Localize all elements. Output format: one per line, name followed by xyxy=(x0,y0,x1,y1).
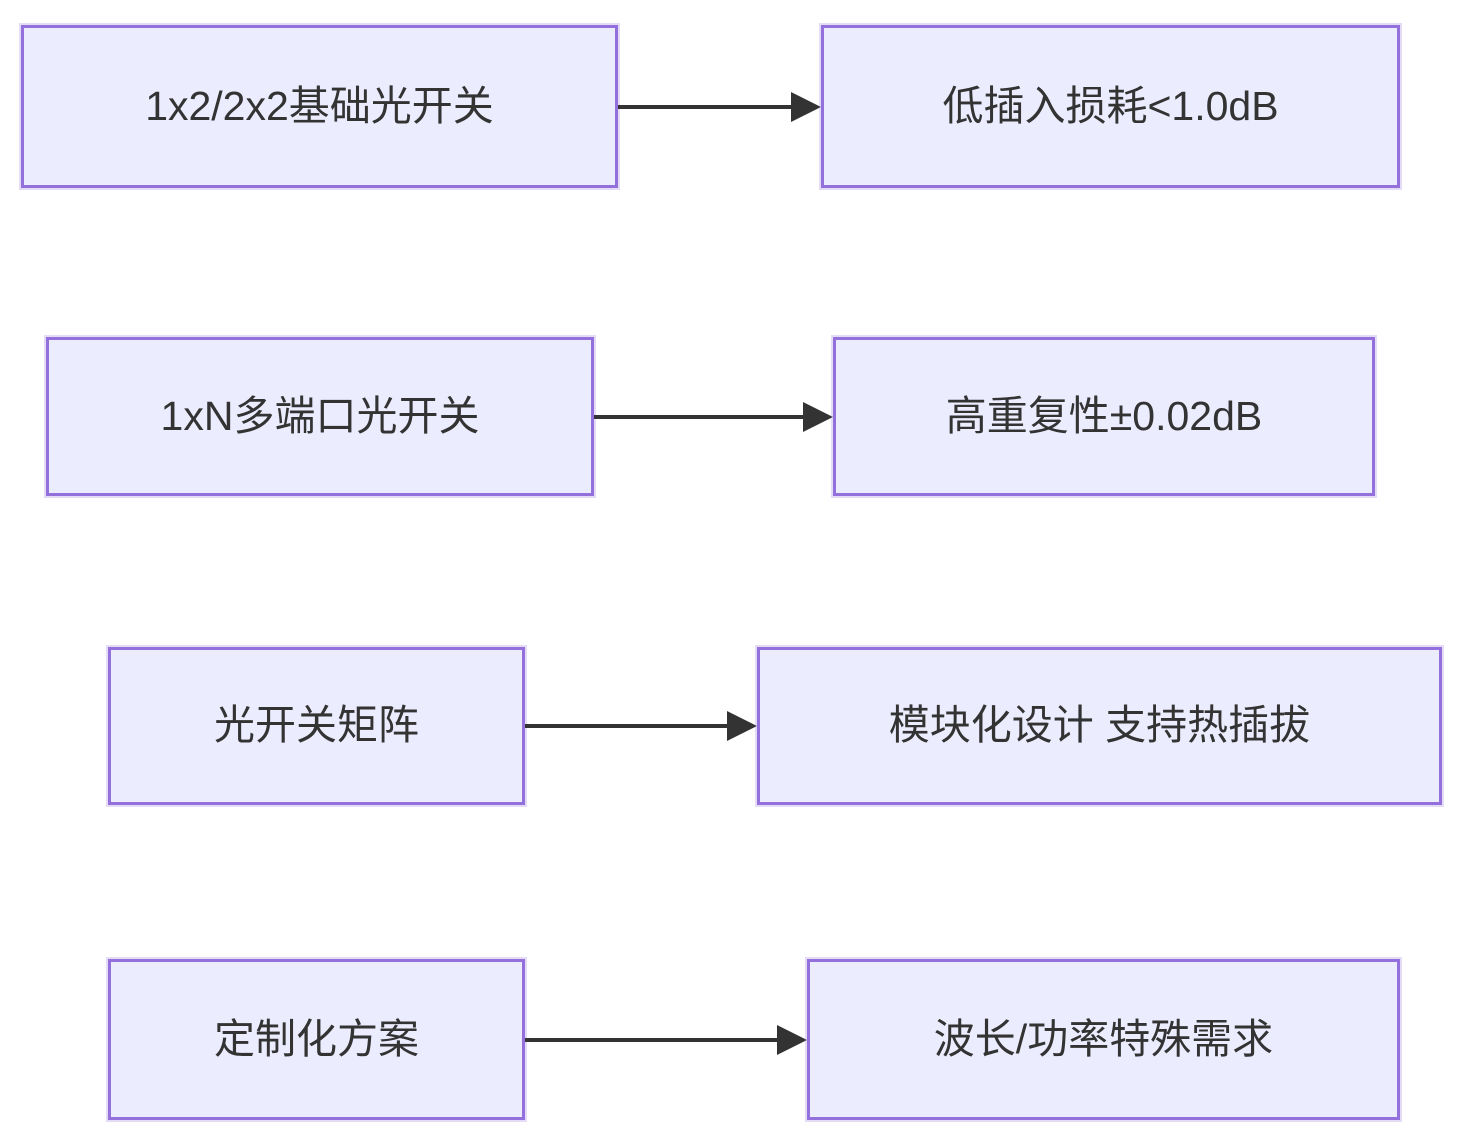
flow-node-source-4: 定制化方案 xyxy=(108,959,525,1120)
arrow-line xyxy=(594,414,803,419)
flow-node-source-3: 光开关矩阵 xyxy=(108,647,525,805)
flow-node-target-4: 波长/功率特殊需求 xyxy=(807,959,1400,1120)
flow-arrow-1 xyxy=(618,25,821,188)
arrow-line xyxy=(525,724,727,728)
flow-node-target-2: 高重复性±0.02dB xyxy=(833,337,1375,496)
flow-node-source-1: 1x2/2x2基础光开关 xyxy=(21,25,618,188)
flow-arrow-4 xyxy=(525,959,807,1120)
flow-node-target-1: 低插入损耗<1.0dB xyxy=(821,25,1400,188)
arrowhead-icon xyxy=(791,91,821,122)
arrowhead-icon xyxy=(777,1024,807,1055)
flow-node-label: 定制化方案 xyxy=(214,1015,419,1062)
flow-node-target-3: 模块化设计 支持热插拔 xyxy=(757,647,1442,805)
flow-node-label: 1xN多端口光开关 xyxy=(160,392,480,439)
arrow-line xyxy=(618,104,791,109)
flow-node-label: 光开关矩阵 xyxy=(214,702,419,749)
flow-node-source-2: 1xN多端口光开关 xyxy=(46,337,594,496)
arrowhead-icon xyxy=(803,401,833,432)
flow-node-label: 模块化设计 支持热插拔 xyxy=(888,702,1311,749)
flow-node-label: 高重复性±0.02dB xyxy=(945,392,1263,439)
flow-node-label: 1x2/2x2基础光开关 xyxy=(145,82,494,129)
arrowhead-icon xyxy=(727,711,757,741)
flow-arrow-3 xyxy=(525,647,757,805)
flow-arrow-2 xyxy=(594,337,833,496)
arrow-line xyxy=(525,1037,777,1042)
flow-node-label: 波长/功率特殊需求 xyxy=(933,1015,1274,1062)
flow-node-label: 低插入损耗<1.0dB xyxy=(942,82,1279,129)
